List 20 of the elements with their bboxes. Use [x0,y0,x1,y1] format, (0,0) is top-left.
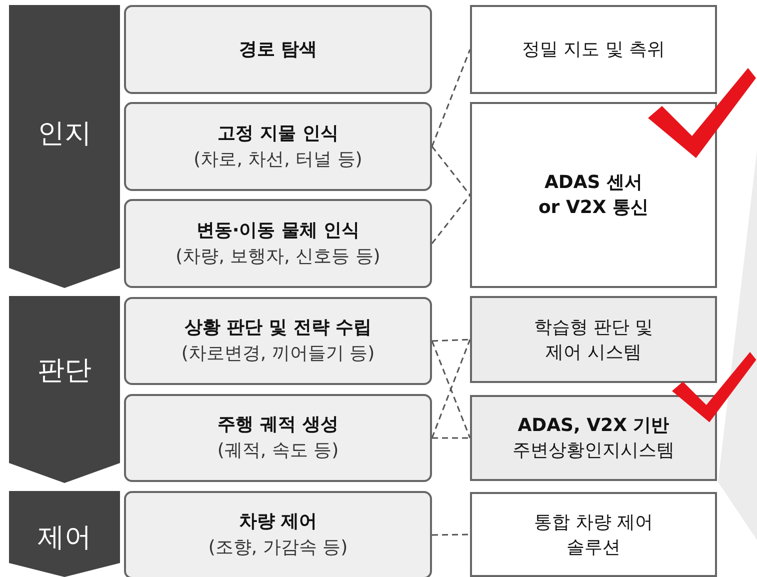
stage-banner: 인지 [9,5,120,288]
solution-box: ADAS, V2X 기반 주변상황인지시스템 [470,395,717,481]
process-box: 변동·이동 물체 인식 (차량, 보행자, 신호등 등) [124,199,432,288]
dashed-connector [432,338,470,342]
process-box: 주행 궤적 생성 (궤적, 속도 등) [124,394,432,482]
solution-box: 정밀 지도 및 측위 [470,5,717,94]
stage-banner: 제어 [9,491,120,577]
dashed-connector [432,534,470,536]
dashed-connector [431,49,471,147]
dashed-connector [431,194,471,244]
dashed-connector [431,146,471,196]
process-box: 고정 지물 인식 (차로, 차선, 터널 등) [124,102,432,191]
solution-box: 학습형 판단 및 제어 시스템 [470,296,717,383]
process-box: 상황 판단 및 전략 수립 (차로변경, 끼어들기 등) [124,297,432,385]
solution-box: ADAS 센서 or V2X 통신 [470,102,717,288]
process-box: 경로 탐색 [124,5,432,94]
dashed-connector [432,437,470,439]
stage-banner: 판단 [9,296,120,483]
solution-box: 통합 차량 제어 솔루션 [470,492,717,577]
process-box: 차량 제어 (조향, 가감속 등) [124,491,432,577]
